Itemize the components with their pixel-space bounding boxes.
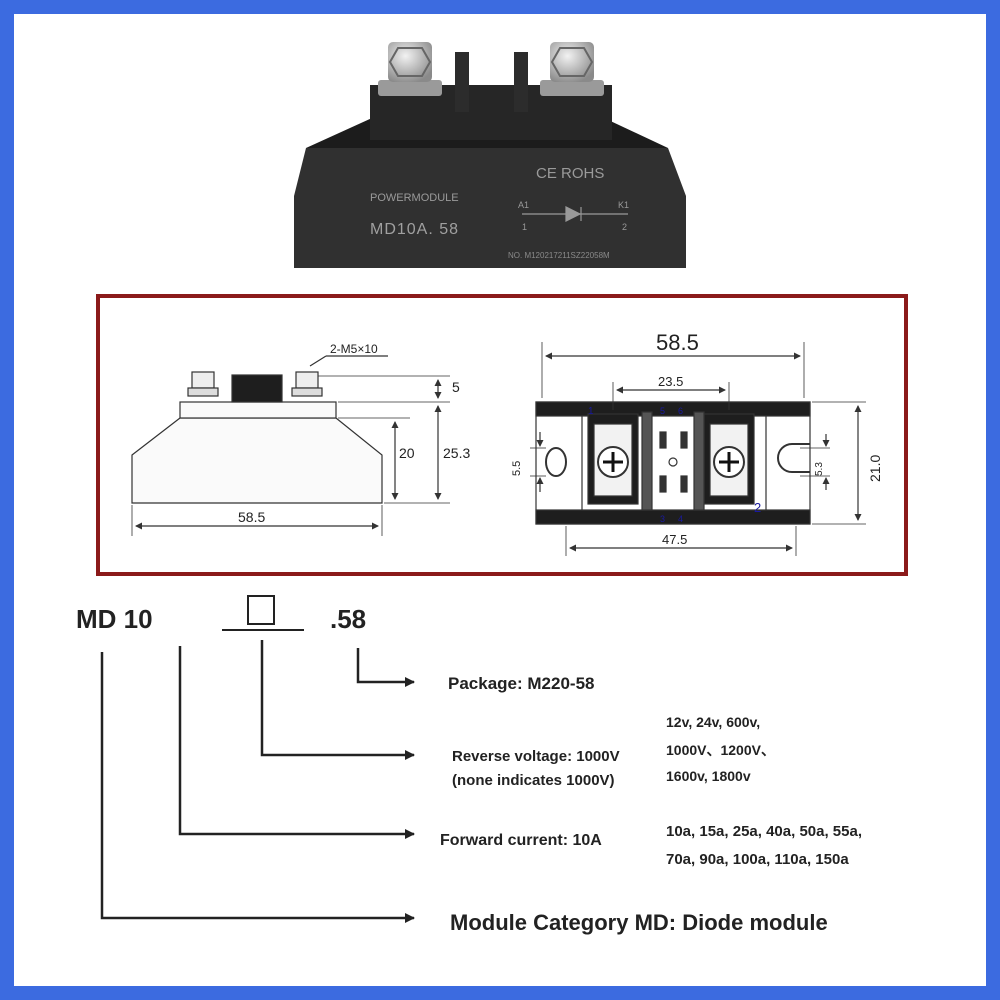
terminal-k-label: K1 <box>618 200 629 210</box>
pin-1-label: 1 <box>588 406 594 417</box>
dim-hole-right-label: 5.3 <box>814 462 825 476</box>
code-connector-lines <box>100 640 415 923</box>
serial-number: NO. M120217211SZ22058M <box>508 251 610 260</box>
terminal-a-number: 1 <box>522 222 527 232</box>
code-placeholder-box <box>222 595 304 631</box>
module-photo: POWERMODULE MD10A. 58 CE ROHS A1 1 K1 2 … <box>294 42 686 268</box>
voltage-note: (none indicates 1000V) <box>452 772 615 789</box>
pin-6-label: 6 <box>678 406 683 416</box>
package-label: Package: M220-58 <box>448 674 594 693</box>
category-label: Module Category MD: Diode module <box>450 910 828 935</box>
voltage-options-2: 1000V、1200V、 <box>666 742 775 758</box>
brand-label: POWERMODULE <box>370 192 459 204</box>
side-view-drawing <box>131 355 450 536</box>
top-view-drawing <box>530 342 866 556</box>
pin-3-label: 3 <box>660 514 665 524</box>
current-options-2: 70a, 90a, 100a, 110a, 150a <box>666 851 849 868</box>
module-body <box>294 148 686 268</box>
part-code-suffix: .58 <box>330 604 366 634</box>
current-label: Forward current: 10A <box>440 832 602 849</box>
image-frame: POWERMODULE MD10A. 58 CE ROHS A1 1 K1 2 … <box>14 14 986 986</box>
dim-holes-label: 47.5 <box>662 532 687 547</box>
voltage-options-3: 1600v, 1800v <box>666 768 751 784</box>
pin-2-label: 2 <box>754 500 761 515</box>
dim-hole-left-label: 5.5 <box>511 461 523 476</box>
dim-overall-label: 58.5 <box>656 330 699 355</box>
screw-spec-label: 2-M5×10 <box>330 342 378 356</box>
terminal-a-label: A1 <box>518 200 529 210</box>
diagram-canvas: POWERMODULE MD10A. 58 CE ROHS A1 1 K1 2 … <box>76 42 908 935</box>
dim-top-label: 5 <box>452 379 460 395</box>
dim-terminals-label: 23.5 <box>658 374 683 389</box>
terminal-k-number: 2 <box>622 222 627 232</box>
pin-5-label: 5 <box>660 406 665 416</box>
terminal-screw-left <box>378 42 442 96</box>
pin-4-label: 4 <box>678 514 683 524</box>
dim-width-label: 58.5 <box>238 509 265 525</box>
model-label: MD10A. 58 <box>370 221 459 238</box>
diode-symbol-icon <box>522 206 628 222</box>
voltage-options-1: 12v, 24v, 600v, <box>666 714 760 730</box>
voltage-label: Reverse voltage: 1000V <box>452 748 620 765</box>
certification-label: CE ROHS <box>536 165 604 182</box>
part-code-prefix: MD 10 <box>76 604 153 634</box>
current-options-1: 10a, 15a, 25a, 40a, 50a, 55a, <box>666 823 862 840</box>
dim-height-label: 21.0 <box>867 455 883 482</box>
terminal-screw-right <box>540 42 604 96</box>
dim-body-label: 20 <box>399 445 415 461</box>
dim-total-label: 25.3 <box>443 445 470 461</box>
